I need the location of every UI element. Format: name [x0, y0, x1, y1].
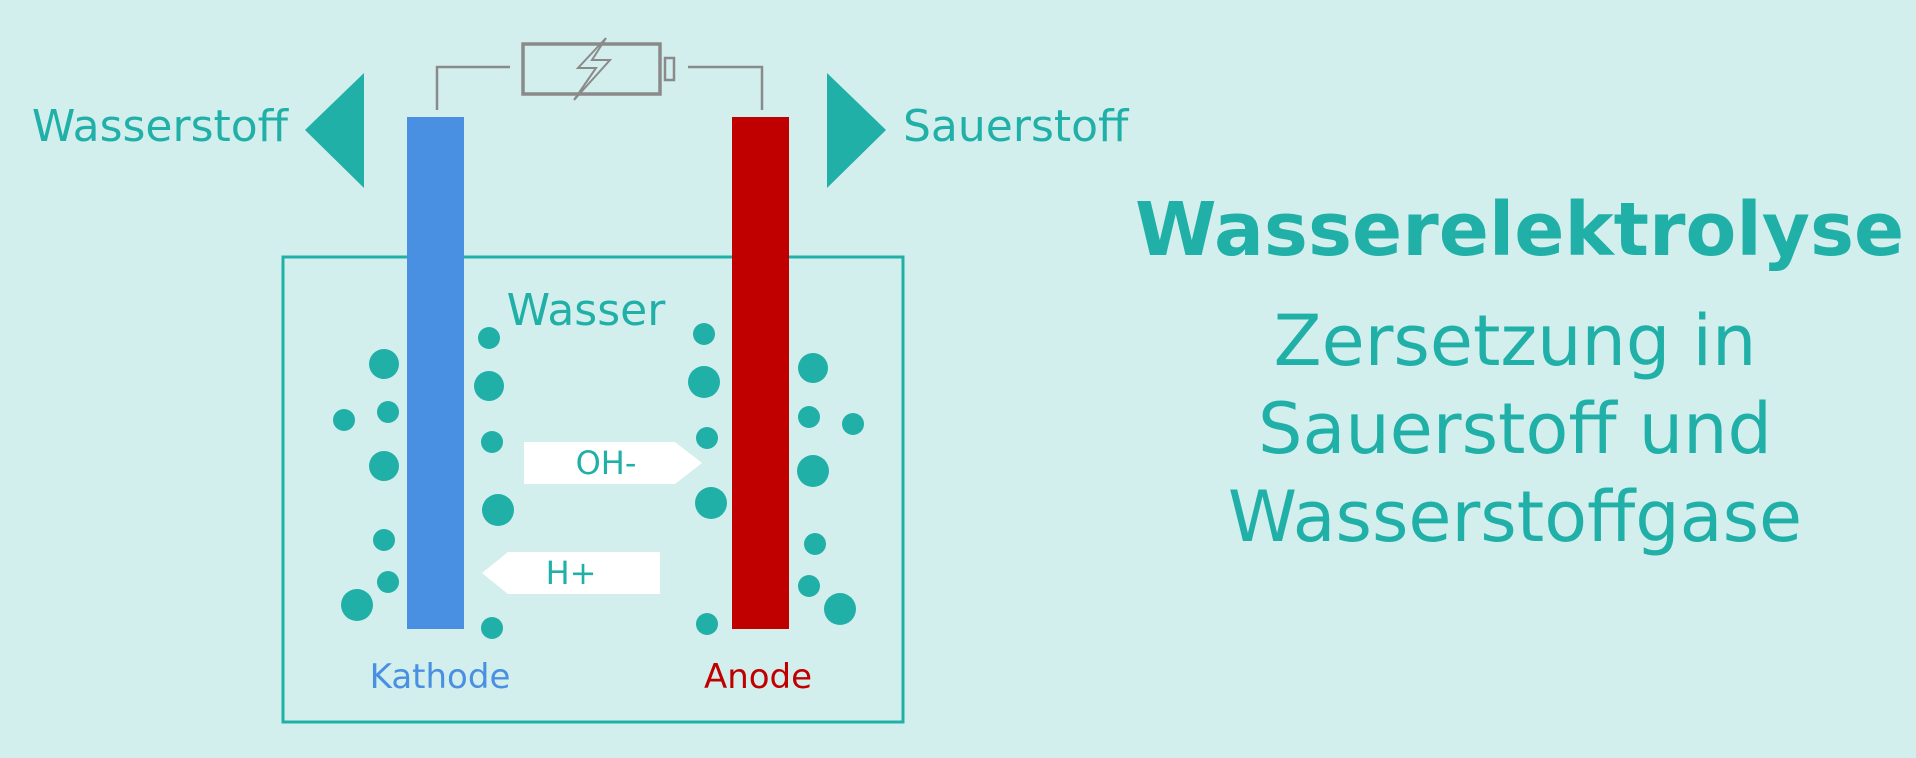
subtitle-line: Sauerstoff und	[1258, 388, 1772, 470]
subtitle-line: Wasserstoffgase	[1227, 476, 1803, 558]
wire-left	[435, 65, 510, 110]
gas-bubbles	[333, 323, 864, 639]
gas-bubble-icon	[693, 323, 715, 345]
gas-bubble-icon	[842, 413, 864, 435]
wire-right	[688, 65, 764, 110]
gas-bubble-icon	[695, 487, 727, 519]
page-subtitle: Zersetzung in Sauerstoff und Wasserstoff…	[1135, 297, 1895, 561]
page-title: Wasserelektrolyse	[1135, 187, 1905, 273]
gas-bubble-icon	[333, 409, 355, 431]
gas-bubble-icon	[798, 575, 820, 597]
heading-block: Wasserelektrolyse Zersetzung in Sauersto…	[1135, 185, 1905, 561]
ion-tag-right	[524, 442, 702, 484]
gas-label-left: Wasserstoff	[32, 101, 290, 152]
gas-bubble-icon	[824, 593, 856, 625]
ion-label-right: OH-	[576, 444, 637, 482]
cathode-electrode	[407, 117, 464, 629]
gas-bubble-icon	[478, 327, 500, 349]
gas-label-right: Sauerstoff	[903, 101, 1130, 152]
lightning-bolt-icon	[573, 37, 613, 101]
gas-bubble-icon	[481, 617, 503, 639]
gas-bubble-icon	[688, 366, 720, 398]
gas-bubble-icon	[797, 455, 829, 487]
subtitle-line: Zersetzung in	[1273, 300, 1757, 382]
gas-bubble-icon	[377, 571, 399, 593]
gas-bubble-icon	[804, 533, 826, 555]
ion-tag-left	[482, 552, 660, 594]
gas-bubble-icon	[481, 431, 503, 453]
gas-bubble-icon	[696, 427, 718, 449]
gas-bubble-icon	[369, 349, 399, 379]
medium-label: Wasser	[507, 285, 667, 336]
battery-icon	[521, 37, 676, 101]
arrow-left-icon	[305, 73, 364, 188]
gas-bubble-icon	[369, 451, 399, 481]
gas-bubble-icon	[696, 613, 718, 635]
gas-bubble-icon	[373, 529, 395, 551]
gas-bubble-icon	[377, 401, 399, 423]
gas-bubble-icon	[341, 589, 373, 621]
gas-bubble-icon	[482, 494, 514, 526]
arrow-right-icon	[827, 73, 886, 188]
gas-bubble-icon	[798, 406, 820, 428]
cathode-label: Kathode	[370, 657, 511, 697]
anode-label: Anode	[704, 657, 812, 697]
ion-label-left: H+	[546, 554, 597, 592]
electrolyte-container	[281, 255, 905, 724]
anode-electrode	[732, 117, 789, 629]
gas-bubble-icon	[474, 371, 504, 401]
gas-bubble-icon	[798, 353, 828, 383]
